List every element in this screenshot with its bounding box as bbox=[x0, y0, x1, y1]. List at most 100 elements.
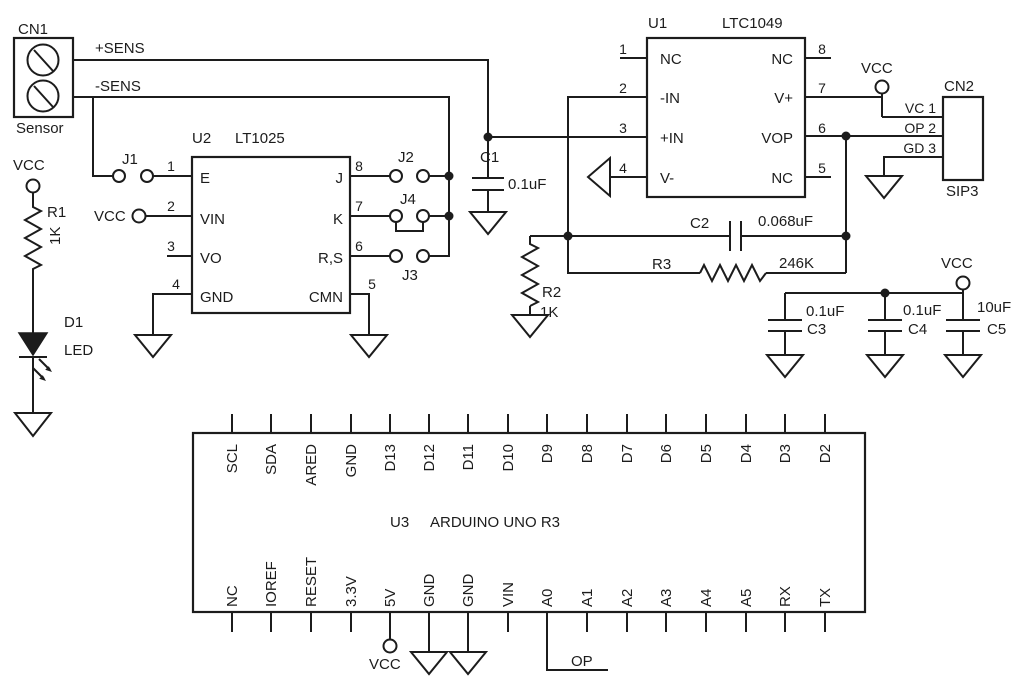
cn1-screw-slot-2 bbox=[33, 85, 54, 108]
j3-label: J3 bbox=[402, 267, 418, 284]
u2-pin1-name: E bbox=[200, 170, 210, 187]
r2-ref-label: R2 bbox=[542, 284, 561, 301]
u3-pin-d13: D13 bbox=[382, 444, 399, 472]
r2-zigzag bbox=[519, 236, 541, 307]
u3-pin-a1: A1 bbox=[579, 589, 596, 607]
r1-ref-label: R1 bbox=[47, 204, 66, 221]
c4-value-label: 0.1uF bbox=[903, 302, 941, 319]
u2-ref-label: U2 bbox=[192, 130, 211, 147]
u2-part-label: LT1025 bbox=[235, 130, 285, 147]
u3-pin-a0: A0 bbox=[539, 589, 556, 607]
u1-pin6-name: VOP bbox=[761, 130, 793, 147]
ground-symbol-r2 bbox=[509, 314, 551, 339]
wire-u2-gnd bbox=[152, 293, 192, 335]
junction-dot bbox=[444, 211, 454, 221]
r3-ref-label: R3 bbox=[652, 256, 671, 273]
r3-value-label: 246K bbox=[779, 255, 814, 272]
ground-symbol-cn2 bbox=[863, 175, 905, 200]
r1-value-label: 1K bbox=[47, 227, 64, 245]
u3-body bbox=[191, 431, 867, 614]
cn1-sensor-label: Sensor bbox=[16, 120, 64, 137]
u2-pin3-num: 3 bbox=[167, 238, 175, 254]
cn2-pin2-label: OP 2 bbox=[904, 120, 936, 136]
u2-pin2-name: VIN bbox=[200, 211, 225, 228]
ground-symbol-u3-gnd1 bbox=[408, 651, 450, 676]
u3-pin-d4: D4 bbox=[738, 444, 755, 463]
junction-dot bbox=[444, 171, 454, 181]
u2-pin5-name: CMN bbox=[309, 289, 343, 306]
u3-pin-sda: SDA bbox=[263, 444, 280, 475]
u3-pin-d10: D10 bbox=[500, 444, 517, 472]
junction-dot bbox=[841, 231, 851, 241]
u3-bottom-pin-stubs bbox=[231, 612, 826, 632]
u3-pin-ioref: IOREF bbox=[263, 561, 280, 607]
ground-symbol-c4 bbox=[864, 354, 906, 379]
wire-vcc-u1-drop bbox=[881, 94, 943, 118]
u3-pin-reset: RESET bbox=[303, 557, 320, 607]
c1-capacitor: C1 0.1uF bbox=[467, 149, 546, 236]
cn2-pin1-label: VC 1 bbox=[905, 100, 936, 116]
wire-minus-sens-to-j1 bbox=[92, 97, 113, 177]
cn1-screw-slot-1 bbox=[33, 49, 54, 72]
wire-j4-closed bbox=[395, 222, 424, 232]
cn1-ref-label: CN1 bbox=[18, 21, 48, 38]
j2-pad-right bbox=[416, 169, 430, 183]
u2-pin1-num: 1 bbox=[167, 158, 175, 174]
u3-ref-label: U3 bbox=[390, 514, 409, 531]
u2-lt1025: U2 LT1025 1 2 3 4 E VIN VO GND 8 7 6 5 J… bbox=[132, 130, 390, 359]
u3-pin-a5: A5 bbox=[738, 589, 755, 607]
r3-zigzag bbox=[699, 262, 767, 284]
u2-pin5-num: 5 bbox=[368, 276, 376, 292]
u1-pin5-num: 5 bbox=[818, 160, 826, 176]
u3-pin-a3: A3 bbox=[658, 589, 675, 607]
u3-pin-d3: D3 bbox=[777, 444, 794, 463]
ground-symbol-u3-gnd2 bbox=[447, 651, 489, 676]
ground-symbol-u2-gnd bbox=[132, 334, 174, 359]
cn2-ref-label: CN2 bbox=[944, 78, 974, 95]
vcc-terminal-u3 bbox=[382, 638, 398, 654]
wires bbox=[32, 57, 964, 413]
u3-pin-3v3: 3.3V bbox=[343, 576, 360, 607]
vcc-u2-vin: VCC bbox=[94, 208, 147, 225]
u2-body bbox=[190, 155, 352, 315]
j2-pad-left bbox=[389, 169, 403, 183]
u3-pin-a4: A4 bbox=[698, 589, 715, 607]
vcc-label-r1: VCC bbox=[13, 157, 45, 174]
u1-pin2-name: -IN bbox=[660, 90, 680, 107]
wire-plus-sens bbox=[73, 59, 489, 137]
u3-top-pin-labels: SCL SDA ARED GND D13 D12 D11 D10 D9 D8 D… bbox=[224, 444, 834, 486]
vcc-terminal-u2 bbox=[131, 208, 147, 224]
u1-pin6-num: 6 bbox=[818, 120, 826, 136]
c3-plates bbox=[768, 319, 802, 332]
u3-bottom-pin-labels: NC IOREF RESET 3.3V 5V GND GND VIN A0 A1… bbox=[224, 557, 834, 607]
u2-pin4-num: 4 bbox=[172, 276, 180, 292]
vcc-label-u1: VCC bbox=[861, 60, 893, 77]
vcc-terminal-u1 bbox=[874, 79, 890, 95]
j1-label: J1 bbox=[122, 151, 138, 168]
junction-dot bbox=[841, 131, 851, 141]
u3-pin-d8: D8 bbox=[579, 444, 596, 463]
u1-part-label: LTC1049 bbox=[722, 15, 783, 32]
ground-symbol-d1 bbox=[12, 412, 54, 438]
j4-label: J4 bbox=[400, 191, 416, 208]
j3-pad-right bbox=[416, 249, 430, 263]
u2-pin7-name: K bbox=[333, 211, 343, 228]
c2-capacitor: C2 0.068uF bbox=[690, 213, 813, 251]
j1-pad-right bbox=[140, 169, 154, 183]
u1-pin3-num: 3 bbox=[619, 120, 627, 136]
u2-pin2-num: 2 bbox=[167, 198, 175, 214]
j3-pad-left bbox=[389, 249, 403, 263]
j2-jumper: J2 bbox=[389, 149, 430, 183]
led-triangle bbox=[17, 332, 49, 357]
d1-led: D1 LED bbox=[12, 314, 93, 438]
vcc-terminal-r1 bbox=[25, 178, 41, 194]
net-minus-sens-label: -SENS bbox=[95, 78, 141, 95]
u1-pin1-num: 1 bbox=[619, 41, 627, 57]
u3-part-label: ARDUINO UNO R3 bbox=[430, 514, 560, 531]
u1-pin7-name: V+ bbox=[774, 90, 793, 107]
net-op-label: OP bbox=[571, 653, 593, 670]
u2-pin7-num: 7 bbox=[355, 198, 363, 214]
led-arrowhead-1 bbox=[45, 366, 52, 372]
u3-pin-5v: 5V bbox=[382, 589, 399, 607]
j4-pad-right bbox=[416, 209, 430, 223]
